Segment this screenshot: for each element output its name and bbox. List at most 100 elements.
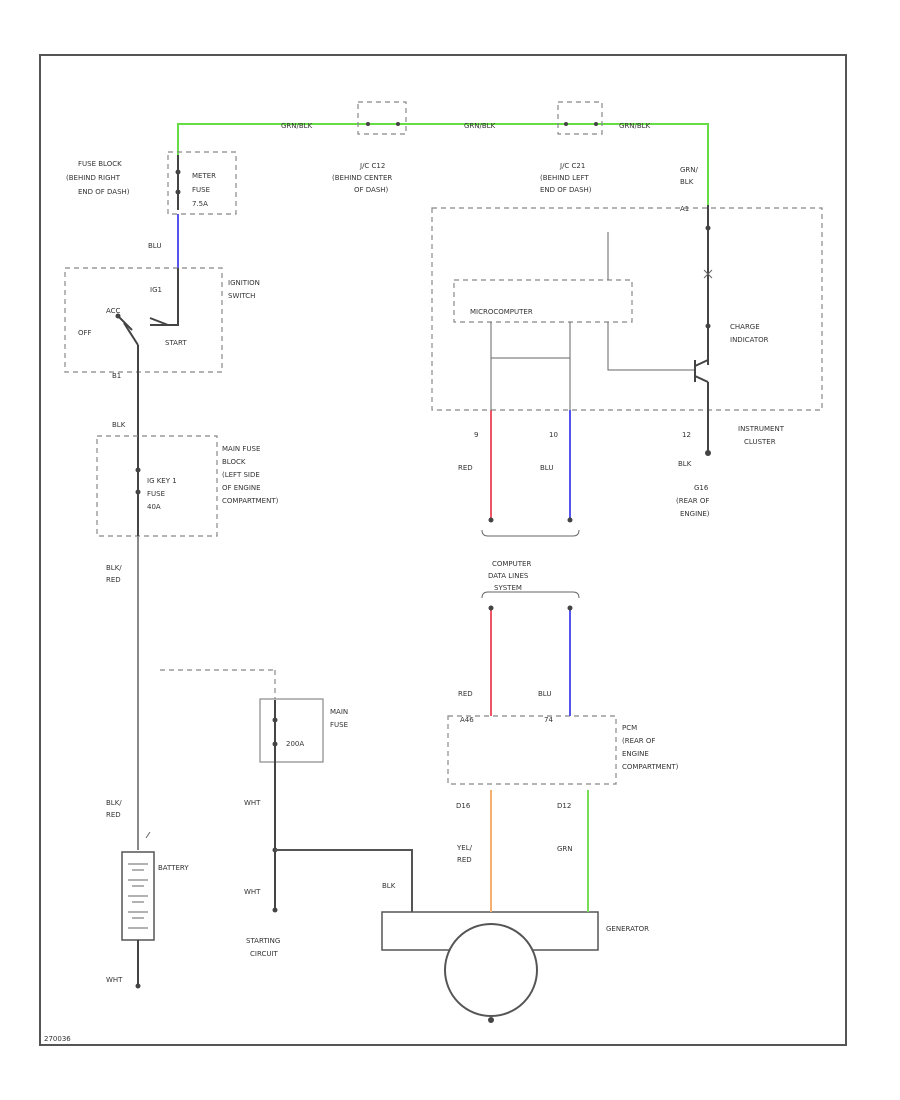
ground-label-3: ENGINE) xyxy=(680,510,710,518)
fuse-block-label-3: END OF DASH) xyxy=(78,188,130,196)
jc-c12-label-2: (BEHIND CENTER xyxy=(332,174,392,182)
wire-label-grn-blk-1: GRN/BLK xyxy=(281,122,313,130)
red-label-2: RED xyxy=(458,690,473,698)
jc-c21-label-2: (BEHIND LEFT xyxy=(540,174,589,182)
fuse-block-label-1: FUSE BLOCK xyxy=(78,160,122,168)
red-label-1: RED xyxy=(458,464,473,472)
jc-c12-label-1: J/C C12 xyxy=(359,162,385,170)
blk-red-label-1a: BLK/ xyxy=(106,564,122,572)
b1-label: B1 xyxy=(112,372,121,380)
battery-label: BATTERY xyxy=(158,864,189,872)
yel-red-label-1: YEL/ xyxy=(456,844,473,852)
data-lines-label-2: DATA LINES xyxy=(488,572,529,580)
blu-wire-pcm-dot xyxy=(567,605,573,611)
pin-74-label: 74 xyxy=(544,716,553,724)
starting-circuit-label-2: CIRCUIT xyxy=(250,950,279,958)
wire-label-grn-blk-2: GRN/BLK xyxy=(464,122,496,130)
blk-mid-label: BLK xyxy=(112,421,126,429)
pin-46-label: A46 xyxy=(460,716,474,724)
generator-ground-dot xyxy=(488,1017,494,1023)
main-fuse-dot-1 xyxy=(272,717,278,723)
pcm-label-4: COMPARTMENT) xyxy=(622,763,679,771)
ground-label-1: G16 xyxy=(694,484,709,492)
main-fuse-block-label-2: BLOCK xyxy=(222,458,246,466)
fuse-block-label-2: (BEHIND RIGHT xyxy=(66,174,121,182)
ig-key-fuse-label-1: IG KEY 1 xyxy=(147,477,177,485)
jc-c12-pin-2 xyxy=(396,122,400,126)
instrument-cluster-box xyxy=(431,207,823,411)
blu-wire-cluster-dot xyxy=(567,517,573,523)
main-fuse-box xyxy=(259,698,324,763)
pin-12-label: 12 xyxy=(682,431,691,439)
pcm-box xyxy=(447,715,617,785)
ig-key-fuse-label-2: FUSE xyxy=(147,490,165,498)
ig-key-fuse-dot-2 xyxy=(135,489,141,495)
blk-gen-label: BLK xyxy=(382,882,396,890)
ground-g16-dot xyxy=(705,450,711,456)
blu-label-1: BLU xyxy=(540,464,553,472)
blk-gnd-label: BLK xyxy=(678,460,692,468)
charge-indicator-dot-top xyxy=(705,225,711,231)
meter-fuse-label-1: METER xyxy=(192,172,216,180)
battery-cells xyxy=(128,863,148,929)
charge-indicator-lamp-icon xyxy=(703,269,713,279)
jc-c21-label-3: END OF DASH) xyxy=(540,186,592,194)
main-fuse-label-1: MAIN xyxy=(330,708,348,716)
start-contact xyxy=(149,317,169,326)
blk-red-label-2b: RED xyxy=(106,811,121,819)
ignition-switch-label-1: IGNITION xyxy=(228,279,260,287)
data-lines-brace-bottom xyxy=(481,529,580,537)
ig1-label: IG1 xyxy=(150,286,162,294)
data-lines-label-3: SYSTEM xyxy=(494,584,522,592)
yel-red-label-2: RED xyxy=(457,856,472,864)
acc-label: ACC xyxy=(106,307,121,315)
pcm-label-2: (REAR OF xyxy=(622,737,655,745)
wht-label-2: WHT xyxy=(244,888,261,896)
microcomputer-label: MICROCOMPUTER xyxy=(470,308,533,316)
diagram-id: 270036 xyxy=(44,1035,71,1043)
main-fuse-block-label-3: (LEFT SIDE xyxy=(222,471,260,479)
blu-label-top: BLU xyxy=(148,242,161,250)
transistor-base-wire xyxy=(607,322,695,371)
off-label: OFF xyxy=(78,329,92,337)
data-lines-label-1: COMPUTER xyxy=(492,560,531,568)
starting-circuit-dot xyxy=(272,907,278,913)
pin-10-label: 10 xyxy=(549,431,558,439)
battery-positive-mark xyxy=(145,831,151,839)
grn-blk-right-label-2: BLK xyxy=(680,178,694,186)
data-lines-brace-top xyxy=(481,591,580,599)
main-fuse-block-label-5: COMPARTMENT) xyxy=(222,497,279,505)
blk-red-label-2a: BLK/ xyxy=(106,799,122,807)
fuse-200a-label: 200A xyxy=(286,740,304,748)
pcm-label-1: PCM xyxy=(622,724,637,732)
meter-fuse-label-3: 7.5A xyxy=(192,200,208,208)
fuse-block-box xyxy=(167,151,237,215)
main-fuse-label-2: FUSE xyxy=(330,721,348,729)
main-fuse-block-box xyxy=(96,435,218,537)
blk-red-label-1b: RED xyxy=(106,576,121,584)
grn-label: GRN xyxy=(557,845,573,853)
meter-fuse-dot-2 xyxy=(175,189,181,195)
pin-a1-label: A1 xyxy=(680,205,689,213)
jc-c21-label-1: J/C C21 xyxy=(559,162,585,170)
charge-indicator-label-1: CHARGE xyxy=(730,323,760,331)
generator-circle xyxy=(444,923,538,1017)
jc-c21-pin-2 xyxy=(594,122,598,126)
jc-c12-label-3: OF DASH) xyxy=(354,186,389,194)
charge-indicator-dot xyxy=(705,323,711,329)
instrument-cluster-label-1: INSTRUMENT xyxy=(738,425,785,433)
ig-key-fuse-label-3: 40A xyxy=(147,503,161,511)
grn-blk-wire-top xyxy=(177,123,709,205)
ignition-switch-box xyxy=(64,267,223,373)
microcomputer-box xyxy=(453,279,633,323)
generator-label: GENERATOR xyxy=(606,925,649,933)
red-wire-pcm-dot xyxy=(488,605,494,611)
blk-wire-generator xyxy=(275,849,413,912)
charge-indicator-label-2: INDICATOR xyxy=(730,336,769,344)
main-fuse-dot-2 xyxy=(272,741,278,747)
jc-c12-box xyxy=(357,101,407,135)
instrument-cluster-label-2: CLUSTER xyxy=(744,438,776,446)
main-fuse-block-label-4: OF ENGINE xyxy=(222,484,261,492)
acc-terminal xyxy=(115,313,121,319)
